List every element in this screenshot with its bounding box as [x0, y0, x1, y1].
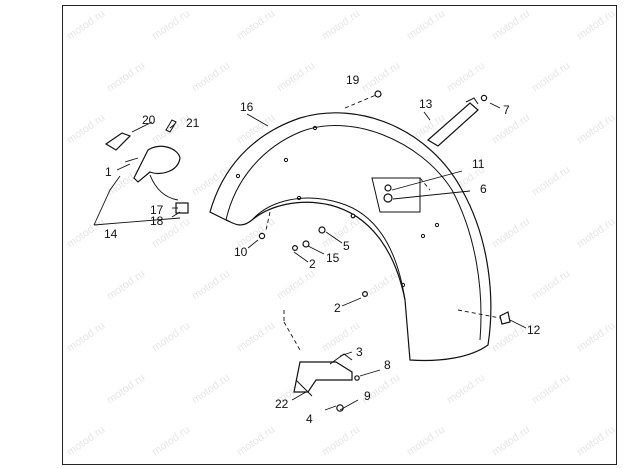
- fender-strap: [426, 97, 479, 147]
- watermark-text: motod.ru: [490, 424, 532, 459]
- callout-12: 12: [527, 323, 541, 337]
- watermark-text: motod.ru: [235, 424, 277, 459]
- watermark-text: motod.ru: [105, 268, 147, 303]
- watermark-text: motod.ru: [405, 8, 447, 43]
- callout-8: 8: [384, 358, 391, 372]
- watermark-text: motod.ru: [150, 424, 192, 459]
- leader-lines: [116, 94, 527, 411]
- callout-18: 18: [150, 214, 164, 228]
- watermark-text: motod.ru: [575, 216, 617, 251]
- watermark-text: motod.ru: [490, 8, 532, 43]
- watermark-text: motod.ru: [150, 320, 192, 355]
- watermark-text: motod.ru: [530, 60, 572, 95]
- watermark-text: motod.ru: [320, 8, 362, 43]
- watermark-text: motod.ru: [275, 268, 317, 303]
- watermark-text: motod.ru: [360, 60, 402, 95]
- callout-3: 3: [356, 345, 363, 359]
- watermark-text: motod.ru: [65, 424, 107, 459]
- watermark-text: motod.ru: [575, 320, 617, 355]
- watermark-text: motod.ru: [575, 112, 617, 147]
- callout-10: 10: [234, 245, 248, 259]
- callout-7: 7: [503, 103, 510, 117]
- callout-15: 15: [326, 251, 340, 265]
- watermark-text: motod.ru: [575, 8, 617, 43]
- watermark-text: motod.ru: [320, 424, 362, 459]
- callout-labels: 19 16 13 7 20 21 1 11 6 17 18 14 5 10 15…: [104, 73, 541, 426]
- hardware: [258, 90, 511, 412]
- watermark-text: motod.ru: [405, 424, 447, 459]
- callout-21: 21: [186, 116, 200, 130]
- diagram-frame: [62, 5, 617, 465]
- watermark-text: motod.ru: [275, 60, 317, 95]
- callout-20: 20: [142, 113, 156, 127]
- callout-16: 16: [240, 100, 254, 114]
- callout-14: 14: [104, 227, 118, 241]
- mount-bracket: [293, 353, 353, 397]
- callout-17: 17: [150, 203, 164, 217]
- watermark-text: motod.ru: [530, 164, 572, 199]
- callout-2-upper: 2: [309, 257, 316, 271]
- watermark-text: motod.ru: [105, 60, 147, 95]
- watermark-text: motod.ru: [575, 424, 617, 459]
- watermark-text: motod.ru: [530, 372, 572, 407]
- watermark-text: motod.ru: [65, 112, 107, 147]
- callout-6: 6: [480, 182, 487, 196]
- watermark-text: motod.ru: [65, 320, 107, 355]
- watermark-text: motod.ru: [65, 8, 107, 43]
- callout-5: 5: [343, 239, 350, 253]
- watermark-text: motod.ru: [445, 60, 487, 95]
- callout-2-lower: 2: [334, 301, 341, 315]
- watermark-text: motod.ru: [235, 320, 277, 355]
- tail-lamp-assembly: [93, 119, 189, 226]
- callout-22: 22: [275, 397, 289, 411]
- callout-13: 13: [419, 97, 433, 111]
- callout-11: 11: [472, 157, 485, 171]
- callout-9: 9: [364, 389, 371, 403]
- watermark-text: motod.ru: [190, 372, 232, 407]
- callout-4: 4: [306, 412, 313, 426]
- watermark-text: motod.ru: [320, 216, 362, 251]
- rear-fender: [209, 112, 492, 362]
- watermark-text: motod.ru: [190, 268, 232, 303]
- watermark-text: motod.ru: [65, 216, 107, 251]
- callout-19: 19: [346, 73, 360, 87]
- watermark-text: motod.ru: [105, 372, 147, 407]
- watermark-text: motod.ru: [490, 216, 532, 251]
- callout-1: 1: [105, 165, 112, 179]
- watermark-text: motod.ru: [490, 112, 532, 147]
- watermark-text: motod.ru: [150, 8, 192, 43]
- watermark-text: motod.ru: [490, 320, 532, 355]
- watermark-text: motod.ru: [360, 268, 402, 303]
- watermark-text: motod.ru: [445, 372, 487, 407]
- watermark-text: motod.ru: [235, 8, 277, 43]
- watermark-text: motod.ru: [190, 60, 232, 95]
- watermark-text: motod.ru: [530, 268, 572, 303]
